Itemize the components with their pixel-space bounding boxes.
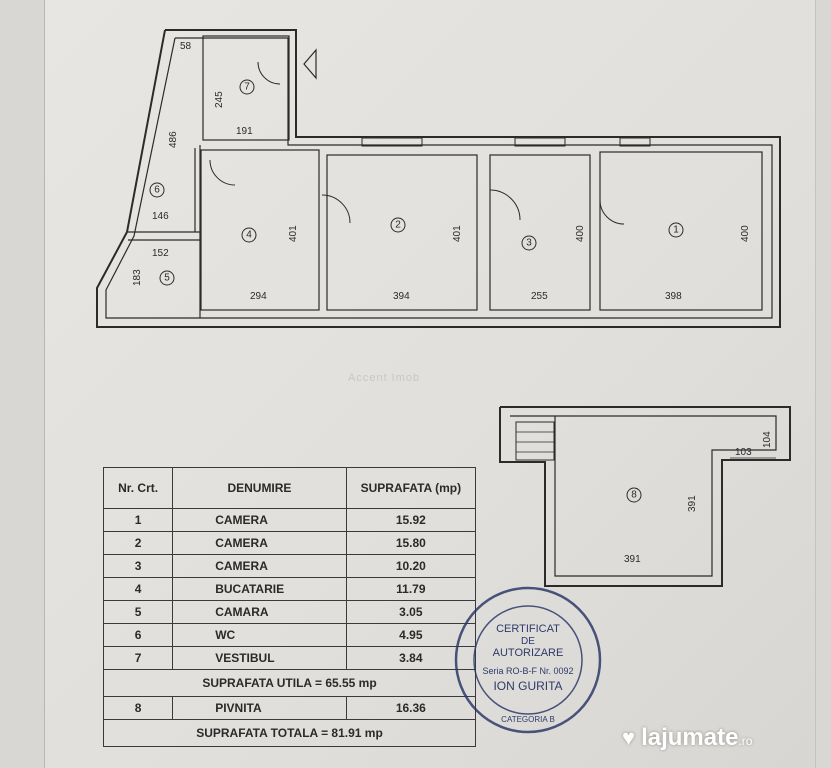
- room-8-number: 8: [631, 490, 637, 501]
- stamp-line-4: Seria RO-B-F Nr. 0092: [482, 666, 573, 676]
- row-nr: 1: [102, 508, 174, 532]
- dim-58: 58: [180, 41, 192, 52]
- row-nr: 3: [102, 554, 174, 578]
- header-denumire: DENUMIRE: [172, 467, 347, 509]
- cellar-inner: [510, 415, 777, 577]
- room-6-number: 6: [154, 185, 160, 196]
- room-1-number: 1: [673, 225, 679, 236]
- table-row: 6 WC 4.95: [102, 623, 477, 647]
- dim-400-b: 400: [740, 225, 751, 242]
- heart-icon: ♥: [622, 725, 636, 750]
- row-area: 15.92: [345, 508, 477, 532]
- dim-400-a: 400: [575, 225, 586, 242]
- row-name: CAMERA: [172, 554, 347, 578]
- stamp-ring-text: CATEGORIA B: [501, 715, 555, 724]
- row-nr: 7: [102, 646, 174, 670]
- dim-183: 183: [132, 269, 143, 286]
- room-7-walls: [202, 35, 290, 141]
- brand-watermark: ♥lajumate.ro: [622, 724, 752, 752]
- header-suprafata: SUPRAFATA (mp): [345, 467, 477, 509]
- table-header-row: Nr. Crt. DENUMIRE SUPRAFATA (mp): [102, 467, 477, 509]
- dim-394: 394: [393, 291, 410, 302]
- row-name: WC: [172, 623, 347, 647]
- dim-486: 486: [168, 131, 179, 148]
- cellar-outer: [499, 406, 791, 587]
- row-name: CAMERA: [172, 508, 347, 532]
- room-2-walls: [326, 154, 478, 311]
- row-area: 11.79: [345, 577, 477, 601]
- dim-294: 294: [250, 291, 267, 302]
- dim-391-vertical: 391: [687, 495, 698, 512]
- dim-103: 103: [735, 447, 752, 458]
- dim-245: 245: [214, 91, 225, 108]
- table-row: 4 BUCATARIE 11.79: [102, 577, 477, 601]
- brand-tld: .ro: [738, 734, 753, 748]
- room-1-walls: [599, 151, 763, 311]
- row-nr: 8: [102, 696, 174, 720]
- dim-391-horizontal: 391: [624, 554, 641, 565]
- watermark: Accent Imob: [348, 372, 421, 384]
- row-name: CAMERA: [172, 531, 347, 555]
- room-3-number: 3: [526, 238, 532, 249]
- row-name: PIVNITA: [172, 696, 347, 720]
- room-4-number: 4: [246, 230, 252, 241]
- row-name: BUCATARIE: [172, 577, 347, 601]
- brand-name: lajumate: [641, 724, 739, 751]
- summary-totala-row: SUPRAFATA TOTALA = 81.91 mp: [103, 719, 476, 747]
- row-area: 15.80: [345, 531, 477, 555]
- row-nr: 2: [102, 531, 174, 555]
- row-name: CAMARA: [172, 600, 347, 624]
- row-area: 10.20: [345, 554, 477, 578]
- stamp-line-3: AUTORIZARE: [493, 647, 564, 659]
- row-nr: 4: [102, 577, 174, 601]
- row-nr: 5: [102, 600, 174, 624]
- row-name: VESTIBUL: [172, 646, 347, 670]
- dim-401-b: 401: [452, 225, 463, 242]
- dim-104: 104: [762, 431, 773, 448]
- area-table: Nr. Crt. DENUMIRE SUPRAFATA (mp) 1 CAMER…: [102, 467, 477, 747]
- summary-utila: SUPRAFATA UTILA = 65.55 mp: [103, 669, 476, 697]
- table-row: 2 CAMERA 15.80: [102, 531, 477, 555]
- table-row: 8 PIVNITA 16.36: [102, 696, 477, 720]
- inner-wall: [105, 37, 773, 319]
- dim-152: 152: [152, 248, 169, 259]
- room-2-number: 2: [395, 220, 401, 231]
- dim-191: 191: [236, 126, 253, 137]
- stamp-line-5: ION GURITA: [493, 679, 562, 693]
- outer-wall: [96, 29, 781, 328]
- table-row: 3 CAMERA 10.20: [102, 554, 477, 578]
- table-row: 1 CAMERA 15.92: [102, 508, 477, 532]
- certification-stamp: CERTIFICAT DE AUTORIZARE Seria RO-B-F Nr…: [454, 586, 602, 734]
- table-row: 7 VESTIBUL 3.84: [102, 646, 477, 670]
- dim-401-a: 401: [288, 225, 299, 242]
- dim-146: 146: [152, 211, 169, 222]
- row-nr: 6: [102, 623, 174, 647]
- room-5-number: 5: [164, 273, 170, 284]
- stamp-line-2: DE: [521, 636, 535, 647]
- summary-utila-row: SUPRAFATA UTILA = 65.55 mp: [103, 669, 476, 697]
- summary-totala: SUPRAFATA TOTALA = 81.91 mp: [103, 719, 476, 747]
- row-area: 4.95: [345, 623, 477, 647]
- room-7-number: 7: [244, 82, 250, 93]
- stamp-line-1: CERTIFICAT: [496, 623, 560, 635]
- room-4-walls: [200, 149, 320, 311]
- room-3-walls: [489, 154, 591, 311]
- header-nr: Nr. Crt.: [102, 467, 174, 509]
- row-area: 16.36: [345, 696, 477, 720]
- dim-255: 255: [531, 291, 548, 302]
- table-row: 5 CAMARA 3.05: [102, 600, 477, 624]
- dim-398: 398: [665, 291, 682, 302]
